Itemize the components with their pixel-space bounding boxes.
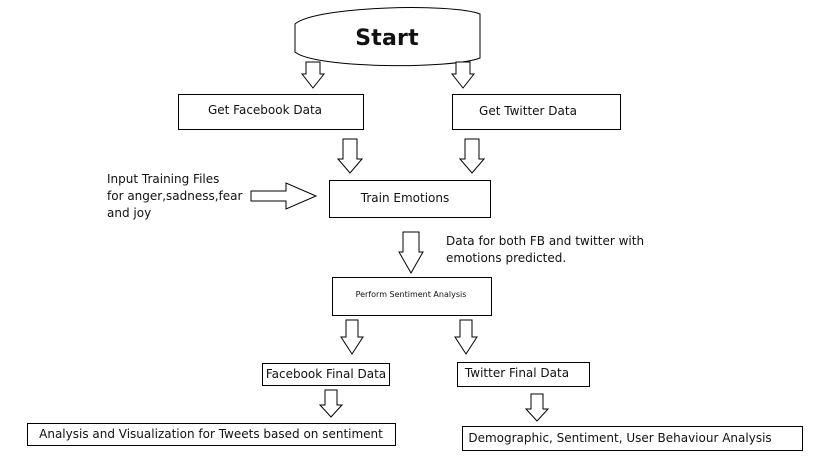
arrow-twitter-final-to-analysis	[524, 393, 550, 422]
twitter-analysis-box	[462, 426, 803, 451]
arrow-facebook-to-train	[336, 138, 364, 174]
facebook-final-label: Facebook Final Data	[265, 367, 387, 381]
prediction-note: Data for both FB and twitter with emotio…	[446, 234, 645, 265]
twitter-data-label: Get Twitter Data	[479, 104, 577, 118]
arrow-training-files-to-train	[250, 182, 318, 210]
twitter-data-box	[452, 94, 621, 130]
arrow-twitter-to-train	[458, 138, 486, 174]
arrow-sentiment-to-facebook-final	[340, 319, 364, 355]
facebook-analysis-box	[27, 423, 396, 446]
arrow-train-to-sentiment	[398, 231, 424, 275]
facebook-final-box	[262, 363, 390, 386]
arrow-sentiment-to-twitter-final	[454, 319, 478, 355]
facebook-data-box	[178, 94, 364, 130]
training-files-note: Input Training Files for anger,sadness,f…	[107, 172, 243, 220]
train-emotions-label: Train Emotions	[360, 191, 450, 205]
sentiment-label: Perform Sentiment Analysis	[355, 290, 467, 299]
start-terminator	[294, 7, 481, 67]
twitter-analysis-label: Demographic, Sentiment, User Behaviour A…	[468, 431, 772, 445]
arrow-start-to-facebook	[300, 61, 326, 89]
facebook-data-label: Get Facebook Data	[207, 103, 323, 117]
facebook-analysis-label: Analysis and Visualization for Tweets ba…	[39, 427, 383, 441]
twitter-final-label: Twitter Final Data	[464, 366, 570, 380]
arrow-start-to-twitter	[450, 61, 476, 89]
arrow-facebook-final-to-analysis	[318, 389, 344, 418]
train-emotions-box	[329, 180, 491, 218]
twitter-final-box	[457, 362, 590, 387]
start-label: Start	[355, 26, 419, 51]
sentiment-box	[332, 277, 492, 316]
